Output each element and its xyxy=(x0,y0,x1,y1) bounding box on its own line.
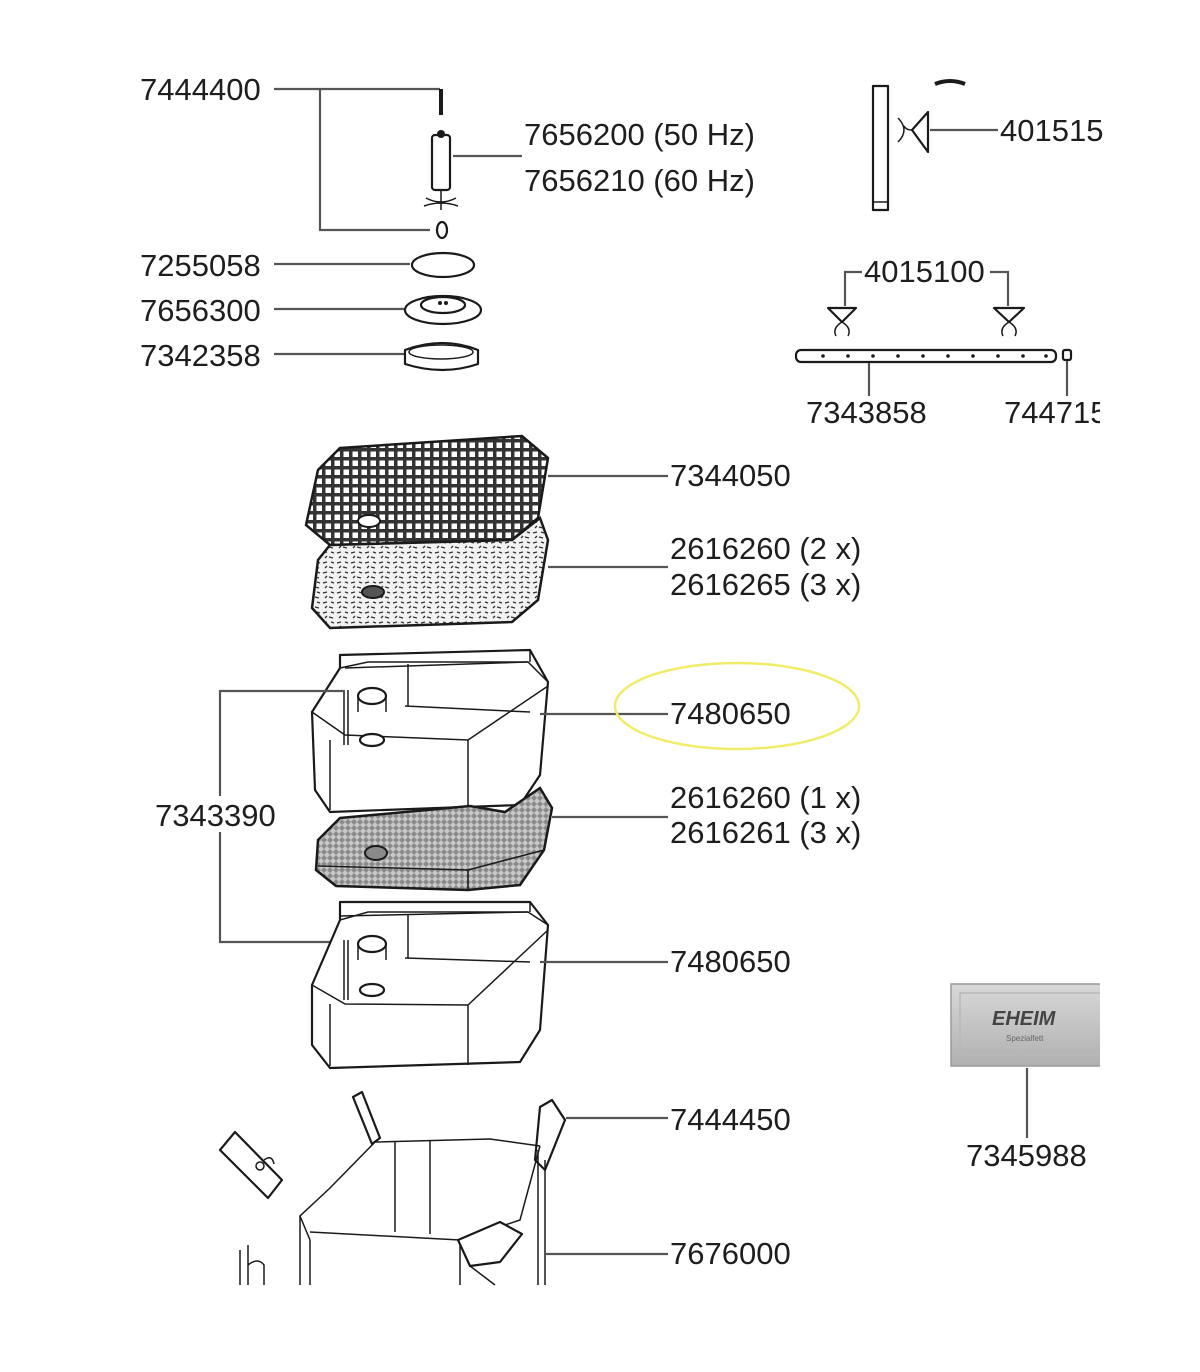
shaft-set-group: 7444400 7656200 (50 Hz) 7656210 (60 Hz) xyxy=(140,72,755,240)
sealing-ring-icon xyxy=(403,341,480,372)
canister-group: 7444450 7676000 xyxy=(218,1090,791,1286)
part-label-grid-plate[interactable]: 7344050 xyxy=(670,458,791,493)
part-label-basket-top[interactable]: 7480650 xyxy=(670,696,791,731)
part-label-o-ring[interactable]: 7255058 xyxy=(140,248,261,283)
highlight-circle xyxy=(613,661,861,751)
suction-cup-icon xyxy=(897,110,930,154)
part-label-sealing-ring[interactable]: 7342358 xyxy=(140,338,261,373)
impeller-icon xyxy=(423,130,459,210)
part-label-suction-cup[interactable]: 401515 xyxy=(1000,113,1103,148)
part-label-impeller-cover[interactable]: 7656300 xyxy=(140,293,261,328)
end-cap-icon xyxy=(1061,348,1073,362)
impeller-cover-icon xyxy=(403,294,483,326)
grid-plate-group: 7344050 xyxy=(304,434,791,547)
impeller-cover-group: 7656300 xyxy=(140,293,483,328)
coarse-sponge-icon xyxy=(310,515,550,630)
sachet-brand: EHEIM xyxy=(992,1008,1057,1030)
spray-bar-icon xyxy=(794,348,1058,364)
part-label-end-cap[interactable]: 744715 xyxy=(1004,395,1107,430)
part-label-spray-bar[interactable]: 7343858 xyxy=(806,395,927,430)
basket-set-group: 7343390 xyxy=(155,689,345,944)
part-label-impeller-60hz[interactable]: 7656210 (60 Hz) xyxy=(524,163,755,198)
lubricant-group: EHEIM Spezialfett 7345988 xyxy=(950,983,1100,1173)
part-label-sponge-3x[interactable]: 2616265 (3 x) xyxy=(670,567,861,602)
leader-basket-set xyxy=(218,689,345,944)
lubricant-sachet-icon xyxy=(950,983,1100,1067)
part-label-sponge-fine-3x[interactable]: 2616261 (3 x) xyxy=(670,815,861,850)
latch-clip-icon xyxy=(218,1130,284,1200)
grid-plate-icon xyxy=(304,434,550,547)
part-label-shaft-set[interactable]: 7444400 xyxy=(140,72,261,107)
suction-cup-left-icon xyxy=(826,306,858,337)
spray-bar-holes xyxy=(821,354,1048,358)
bearing-icon xyxy=(435,220,449,240)
sealing-ring-group: 7342358 xyxy=(140,338,480,373)
o-ring-group: 7255058 xyxy=(140,248,476,283)
suction-cup-right-icon xyxy=(992,306,1026,337)
part-label-clip[interactable]: 7444450 xyxy=(670,1102,791,1137)
canister-icon xyxy=(299,1090,567,1286)
leader-shaft-set xyxy=(274,87,440,232)
filter-basket-top-icon xyxy=(310,648,550,814)
leader-suction-cups xyxy=(843,270,1010,306)
part-label-basket-set[interactable]: 7343390 xyxy=(155,798,276,833)
part-label-sponge-2x[interactable]: 2616260 (2 x) xyxy=(670,531,861,566)
hose-connector-icon xyxy=(239,1245,265,1285)
part-label-lubricant[interactable]: 7345988 xyxy=(966,1138,1087,1173)
part-label-suction-cups[interactable]: 4015100 xyxy=(864,254,985,289)
leader-spray-bar xyxy=(867,361,1069,396)
part-label-canister[interactable]: 7676000 xyxy=(670,1236,791,1271)
intake-tube-icon xyxy=(871,84,890,212)
o-ring-icon xyxy=(410,251,476,279)
intake-tube-group: 401515 xyxy=(871,79,1103,212)
sachet-sub: Spezialfett xyxy=(1006,1034,1044,1043)
part-label-sponge-1x[interactable]: 2616260 (1 x) xyxy=(670,780,861,815)
filter-basket-bottom-icon xyxy=(310,900,550,1070)
coarse-sponge-group: 2616260 (2 x) 2616265 (3 x) xyxy=(310,515,861,630)
tube-top-icon xyxy=(934,79,966,86)
part-label-impeller-50hz[interactable]: 7656200 (50 Hz) xyxy=(524,117,755,152)
filter-basket-bottom-group: 7480650 xyxy=(310,900,791,1070)
fine-sponge-icon xyxy=(314,786,554,892)
part-label-basket-bottom[interactable]: 7480650 xyxy=(670,944,791,979)
spray-bar-group: 4015100 7343858 744715 xyxy=(794,254,1107,430)
filter-basket-top-group: 7480650 xyxy=(310,648,861,814)
fine-sponge-group: 2616260 (1 x) 2616261 (3 x) xyxy=(314,780,861,892)
